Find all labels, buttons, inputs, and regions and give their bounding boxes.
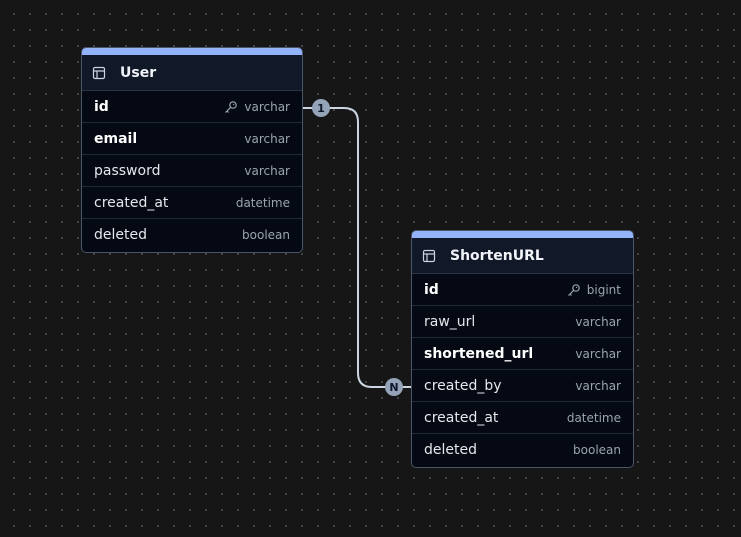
field-name: created_at [94,194,169,211]
table-accent-bar [412,231,633,238]
cardinality-many-label: N [389,381,398,394]
field-row-deleted[interactable]: deleted boolean [82,219,302,251]
table-icon [92,66,106,79]
table-icon [422,249,436,262]
field-type: varchar [575,378,621,393]
cardinality-one-badge: 1 [312,99,330,117]
field-name: shortened_url [424,345,534,362]
field-type: varchar [244,163,290,178]
field-row-created-at[interactable]: created_at datetime [82,187,302,219]
field-type: varchar [244,99,290,114]
field-row-created-by[interactable]: created_by varchar [412,370,633,402]
field-type: varchar [244,131,290,146]
primary-key-icon [567,283,580,296]
field-name: deleted [94,227,147,243]
field-type: boolean [242,228,290,242]
field-name: raw_url [424,313,476,330]
field-row-email[interactable]: email varchar [82,123,302,155]
cardinality-many-badge: N [385,378,403,396]
field-type: datetime [235,195,290,210]
field-type: datetime [566,410,621,425]
table-header[interactable]: User [82,55,302,91]
field-type: varchar [575,314,621,329]
relationship-line[interactable] [303,107,411,388]
primary-key-icon [225,100,238,113]
field-name: created_at [424,409,499,426]
field-name: password [94,162,161,179]
table-title: ShortenURL [450,247,544,264]
field-name: deleted [424,442,477,458]
field-row-raw-url[interactable]: raw_url varchar [412,306,633,338]
table-title: User [120,64,157,81]
field-row-deleted[interactable]: deleted boolean [412,434,633,466]
field-name: email [94,130,138,147]
field-name: created_by [424,377,502,394]
table-accent-bar [82,48,302,55]
field-row-id[interactable]: id varchar [82,91,302,123]
table-shortenurl[interactable]: ShortenURL id bigint raw_url varchar sho… [411,230,634,468]
cardinality-one-label: 1 [317,102,325,115]
field-row-created-at[interactable]: created_at datetime [412,402,633,434]
field-type: varchar [575,346,621,361]
field-row-shortened-url[interactable]: shortened_url varchar [412,338,633,370]
table-user[interactable]: User id varchar email varchar password v… [81,47,303,253]
table-header[interactable]: ShortenURL [412,238,633,274]
field-name: id [424,281,439,298]
field-name: id [94,98,109,115]
field-type: boolean [573,443,621,457]
field-row-password[interactable]: password varchar [82,155,302,187]
field-row-id[interactable]: id bigint [412,274,633,306]
field-type: bigint [586,282,621,297]
